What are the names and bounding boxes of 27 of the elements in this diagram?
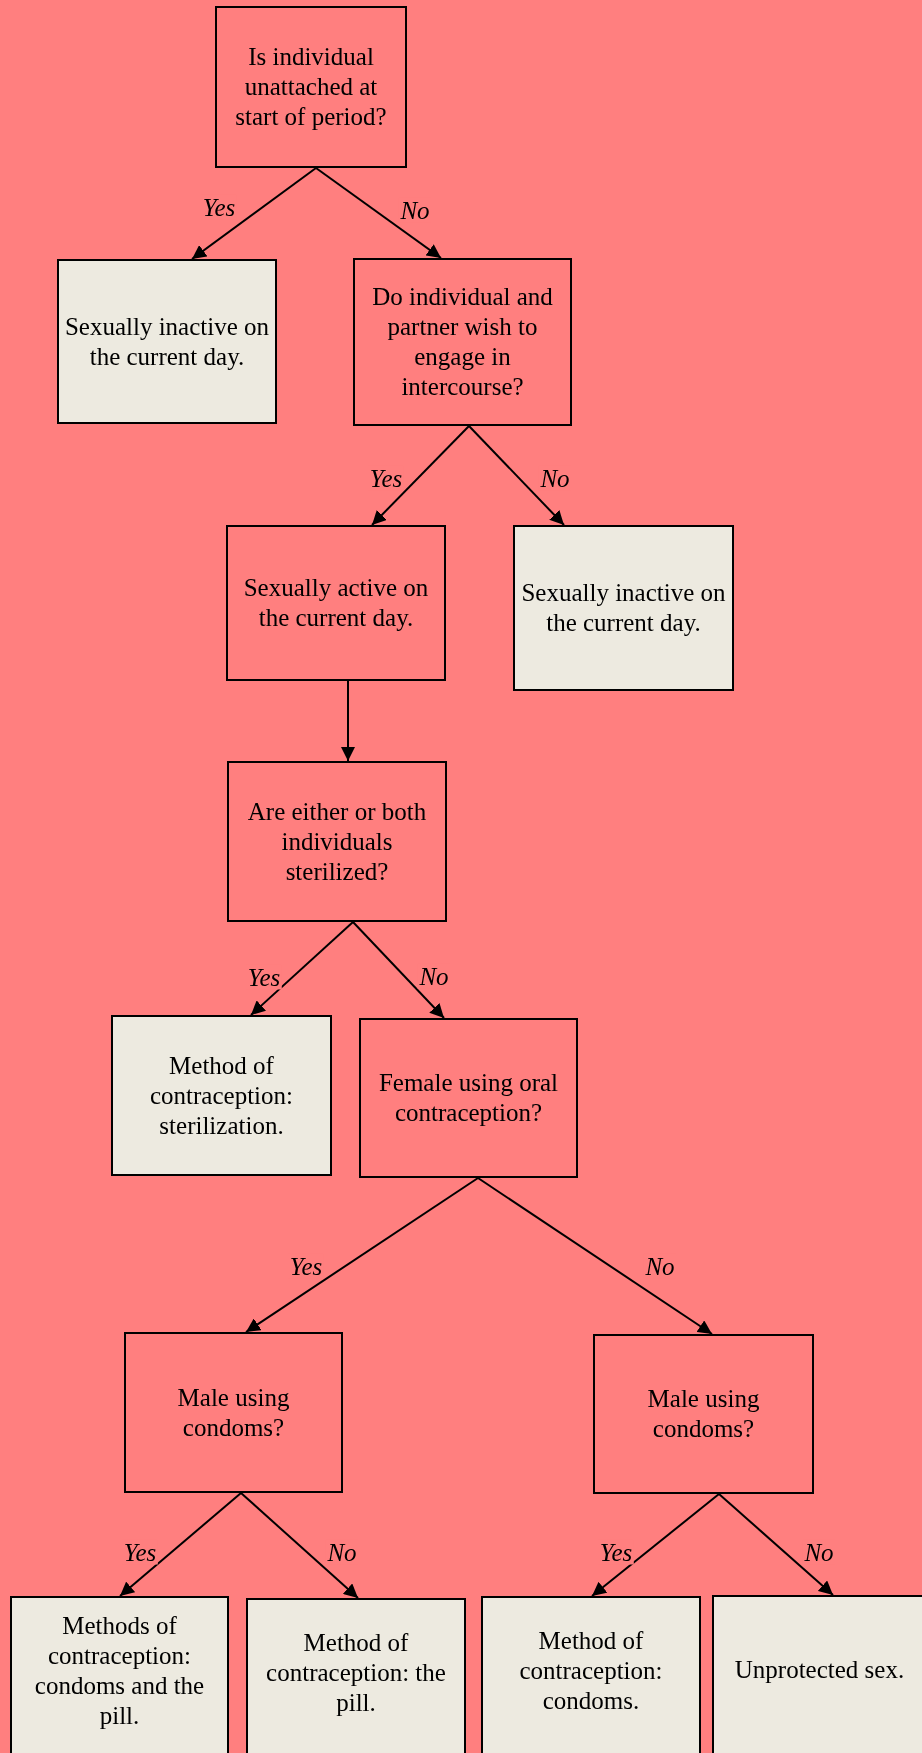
question-box: Is individual unattached at start of period? [215, 6, 407, 168]
outcome-box: Method of contraception: the pill. [246, 1598, 466, 1753]
arrow [191, 167, 317, 260]
arrow [591, 1493, 720, 1597]
arrow [371, 425, 470, 526]
question-box: Do individual and partner wish to engage in intercourse? [353, 258, 572, 426]
question-box: Male using condoms? [124, 1332, 343, 1493]
outcome-box: Unprotected sex. [712, 1595, 922, 1753]
outcome-box: Method of contraception: condoms. [481, 1596, 701, 1753]
outcome-box: Method of contraception: sterilization. [111, 1015, 332, 1176]
arrow [341, 680, 355, 762]
question-box: Male using condoms? [593, 1334, 814, 1494]
arrow [315, 167, 442, 259]
arrow [468, 425, 565, 526]
arrow [245, 1177, 479, 1333]
question-box: Sexually active on the current day. [226, 525, 446, 681]
outcome-box: Sexually inactive on the current day. [513, 525, 734, 691]
outcome-box: Sexually inactive on the current day. [57, 259, 277, 424]
question-box: Female using oral contraception? [359, 1018, 578, 1178]
arrow [352, 921, 445, 1019]
question-box: Are either or both individuals sterilized? [227, 761, 447, 922]
arrow [250, 921, 354, 1016]
arrow [718, 1493, 834, 1596]
arrow [477, 1177, 713, 1335]
arrow [119, 1492, 242, 1597]
outcome-box: Methods of contraception: condoms and the pill. [10, 1596, 229, 1753]
arrow [240, 1492, 359, 1599]
